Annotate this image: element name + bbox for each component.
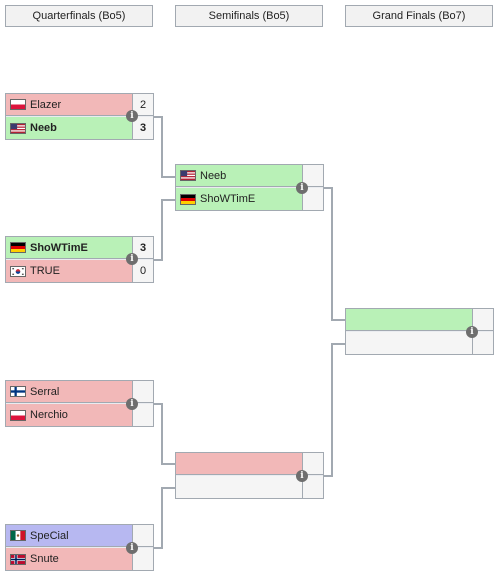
- player-score: [132, 548, 153, 570]
- info-icon[interactable]: i: [296, 182, 308, 194]
- flag-mexico-icon: [10, 530, 26, 541]
- player-score: 2: [132, 94, 153, 116]
- round-label: Quarterfinals (Bo5): [32, 10, 126, 22]
- player-slot[interactable]: [176, 453, 302, 475]
- match-quarterfinal-4: SpeCial Snute: [5, 524, 154, 571]
- player-name: SpeCial: [30, 529, 69, 542]
- round-header-quarterfinals: Quarterfinals (Bo5): [5, 5, 153, 27]
- bracket-connector: [154, 259, 162, 261]
- player-slot[interactable]: [176, 476, 302, 498]
- flag-norway-icon: [10, 553, 26, 565]
- player-slot[interactable]: Nerchio: [6, 404, 132, 426]
- bracket-connector: [161, 176, 175, 178]
- player-score: [132, 404, 153, 426]
- player-name: Neeb: [200, 169, 227, 182]
- bracket-connector: [324, 187, 332, 189]
- player-score: 3: [132, 117, 153, 139]
- player-name: Snute: [30, 553, 59, 565]
- bracket-connector: [331, 343, 345, 345]
- info-icon[interactable]: i: [126, 398, 138, 410]
- bracket-connector: [161, 199, 163, 261]
- round-header-grand-finals: Grand Finals (Bo7): [345, 5, 493, 27]
- player-slot[interactable]: Elazer: [6, 94, 132, 116]
- player-name: Nerchio: [30, 409, 68, 421]
- bracket-connector: [161, 463, 175, 465]
- player-slot[interactable]: [346, 309, 472, 331]
- player-score: [302, 188, 323, 210]
- info-icon[interactable]: i: [126, 110, 138, 122]
- player-score: [132, 381, 153, 403]
- player-slot[interactable]: Snute: [6, 548, 132, 570]
- flag-poland-icon: [10, 99, 26, 110]
- bracket-connector: [331, 343, 333, 477]
- bracket-connector: [161, 487, 175, 489]
- round-label: Grand Finals (Bo7): [372, 10, 466, 22]
- player-slot[interactable]: Serral: [6, 381, 132, 403]
- bracket-connector: [154, 116, 162, 118]
- bracket-connector: [154, 403, 162, 405]
- player-name: Neeb: [30, 122, 57, 134]
- player-slot[interactable]: SpeCial: [6, 525, 132, 547]
- player-slot[interactable]: ShoWTimE: [6, 237, 132, 259]
- bracket-connector: [154, 547, 162, 549]
- player-name: Elazer: [30, 98, 62, 111]
- flag-germany-icon: [180, 193, 196, 205]
- round-header-semifinals: Semifinals (Bo5): [175, 5, 323, 27]
- player-name: TRUE: [30, 265, 60, 277]
- info-icon[interactable]: i: [466, 326, 478, 338]
- flag-usa-icon: [10, 122, 26, 134]
- flag-poland-icon: [10, 409, 26, 421]
- player-score: [472, 309, 493, 331]
- bracket-connector: [161, 199, 175, 201]
- flag-finland-icon: [10, 386, 26, 397]
- flag-south-korea-icon: [10, 265, 26, 277]
- player-name: Serral: [30, 385, 60, 398]
- player-slot[interactable]: ShoWTimE: [176, 188, 302, 210]
- bracket-connector: [161, 116, 163, 177]
- player-slot[interactable]: Neeb: [176, 165, 302, 187]
- match-quarterfinal-2: ShoWTimE 3 TRUE 0: [5, 236, 154, 283]
- bracket-connector: [161, 403, 163, 464]
- player-score: [302, 476, 323, 498]
- player-score: [472, 332, 493, 354]
- player-name: ShoWTimE: [30, 241, 88, 254]
- bracket-connector: [324, 475, 332, 477]
- bracket-connector: [331, 319, 345, 321]
- player-slot[interactable]: TRUE: [6, 260, 132, 282]
- player-score: [302, 165, 323, 187]
- player-score: [302, 453, 323, 475]
- match-quarterfinal-3: Serral Nerchio: [5, 380, 154, 427]
- flag-germany-icon: [10, 242, 26, 253]
- player-score: [132, 525, 153, 547]
- player-name: ShoWTimE: [200, 193, 256, 205]
- info-icon[interactable]: i: [126, 253, 138, 265]
- player-score: 0: [132, 260, 153, 282]
- flag-usa-icon: [180, 170, 196, 181]
- info-icon[interactable]: i: [126, 542, 138, 554]
- round-label: Semifinals (Bo5): [208, 10, 290, 22]
- match-semifinal-2: [175, 452, 324, 499]
- bracket-connector: [331, 187, 333, 320]
- info-icon[interactable]: i: [296, 470, 308, 482]
- bracket-connector: [161, 487, 163, 549]
- player-slot[interactable]: [346, 332, 472, 354]
- player-slot[interactable]: Neeb: [6, 117, 132, 139]
- player-score: 3: [132, 237, 153, 259]
